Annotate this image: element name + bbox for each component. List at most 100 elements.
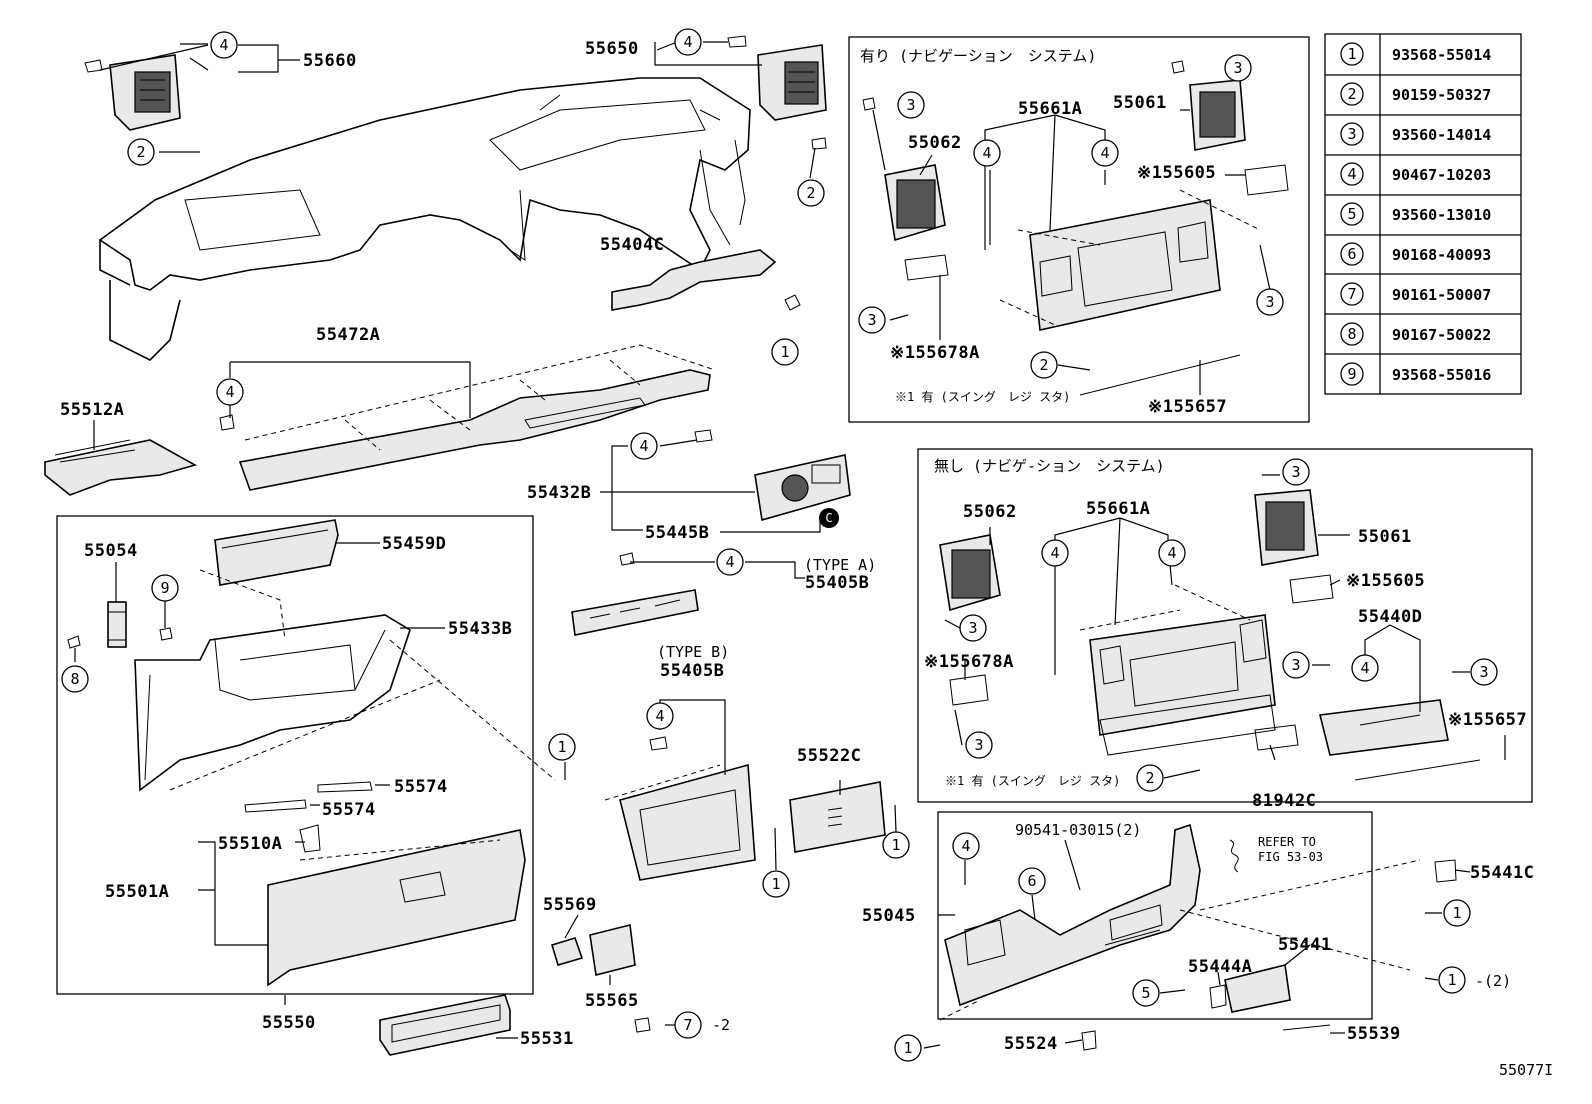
label-55501A: 55501A — [105, 882, 169, 902]
callout-ref-number: 4 — [961, 837, 970, 855]
label-55405B-a: 55405B — [805, 573, 869, 593]
legend-part-number: 93568-55016 — [1392, 366, 1491, 384]
callout-circle — [1470, 658, 1498, 686]
callout-circle — [797, 179, 825, 207]
callout-ref-number: 2 — [1145, 769, 1154, 787]
callout-circle — [216, 378, 244, 406]
callout-circle — [858, 306, 886, 334]
callout-ref-number: 4 — [655, 707, 664, 725]
label-55045: 55045 — [862, 906, 916, 926]
callout-ref-number: 3 — [867, 311, 876, 329]
cover-55565 — [589, 924, 636, 976]
label-nav-55657: ※155657 — [1148, 397, 1227, 417]
label-55441C: 55441C — [1470, 863, 1534, 883]
frame-55531 — [379, 994, 511, 1056]
callout-circle — [151, 574, 179, 602]
callout-ref-number: 4 — [1167, 544, 1176, 562]
with-nav-parts — [862, 60, 1289, 396]
legend-ref-number: 1 — [1347, 45, 1356, 63]
callout-ref-number: 3 — [1265, 293, 1274, 311]
callout-ref-number: 2 — [806, 184, 815, 202]
with-nav-note: ※1 有 (スイング レジ スタ) — [895, 390, 1070, 404]
callout-circle — [1091, 139, 1119, 167]
legend-ref-number: 2 — [1347, 85, 1356, 103]
callout-circle — [646, 702, 674, 730]
callout-circle — [762, 870, 790, 898]
legend-ref-number: 6 — [1347, 245, 1356, 263]
label-nav-55678A: ※155678A — [890, 343, 980, 363]
panel-55405B-typeB — [604, 736, 756, 881]
legend-part-number: 90467-10203 — [1392, 166, 1491, 184]
label-nonav-55440D: 55440D — [1358, 607, 1422, 627]
label-55405B-b: 55405B — [660, 661, 724, 681]
legend-ref-circle — [1340, 42, 1364, 66]
without-nav-box — [917, 448, 1533, 803]
label-55531: 55531 — [520, 1029, 574, 1049]
callout-circle — [1282, 458, 1310, 486]
label-55441: 55441 — [1278, 935, 1332, 955]
label-55432B: 55432B — [527, 483, 591, 503]
callout-circle — [882, 831, 910, 859]
label-55539: 55539 — [1347, 1024, 1401, 1044]
legend-ref-number: 4 — [1347, 165, 1356, 183]
callout-circle — [1443, 899, 1471, 927]
callout-ref-number: 4 — [1100, 144, 1109, 162]
leader-lines — [74, 41, 897, 1039]
legend-ref-circle — [1340, 162, 1364, 186]
callout-circle — [61, 665, 89, 693]
label-55510A: 55510A — [218, 834, 282, 854]
legend-ref-circle — [1340, 362, 1364, 386]
without-nav-note: ※1 有 (スイング レジ スタ) — [945, 774, 1120, 788]
label-nav-55661A: 55661A — [1018, 99, 1082, 119]
label-55522C: 55522C — [797, 746, 861, 766]
legend-ref-number: 8 — [1347, 325, 1356, 343]
instrument-panel-drawing — [98, 77, 751, 361]
callout-circle — [548, 733, 576, 761]
callout-circle — [674, 28, 702, 56]
callout-ref-number: 4 — [1360, 659, 1369, 677]
c-marker-text: C — [825, 511, 832, 525]
callout-circle — [1041, 539, 1069, 567]
callout-ref-number: 4 — [225, 383, 234, 401]
callout-circle — [1282, 651, 1310, 679]
strip-55404C — [611, 249, 777, 311]
label-55404C: 55404C — [600, 235, 664, 255]
callout-ref-number: 9 — [160, 579, 169, 597]
callout-ref-number: 1 — [771, 875, 780, 893]
callout-circle — [210, 31, 238, 59]
label-55524: 55524 — [1004, 1034, 1058, 1054]
callout-circle — [1030, 351, 1058, 379]
leader-lines-nonav — [944, 474, 1506, 779]
label-55660: 55660 — [303, 51, 357, 71]
glovebox-box — [56, 515, 534, 995]
callout-circle — [1018, 867, 1046, 895]
callout-circle — [771, 338, 799, 366]
callout-circle — [959, 614, 987, 642]
callout-circle — [1224, 54, 1252, 82]
label-55574-1: 55574 — [394, 777, 448, 797]
label-55512A: 55512A — [60, 400, 124, 420]
pin-55574-lower — [244, 799, 307, 813]
callout-ref-number: 4 — [219, 36, 228, 54]
legend-part-number: 90159-50327 — [1392, 86, 1491, 104]
callout-ref-number: 1 — [1447, 971, 1456, 989]
bracket-55512A — [44, 439, 198, 496]
legend-ref-circle — [1340, 122, 1364, 146]
callout-ref-number: 1 — [903, 1039, 912, 1057]
callout-ref-number: 4 — [683, 33, 692, 51]
with-nav-title: 有り (ナビゲーション システム) — [860, 47, 1096, 65]
legend-part-number: 93560-13010 — [1392, 206, 1491, 224]
legend-ref-number: 9 — [1347, 365, 1356, 383]
label-nonav-55061: 55061 — [1358, 527, 1412, 547]
control-unit-55432B — [694, 429, 851, 522]
label-nonav-55062: 55062 — [963, 502, 1017, 522]
panel-55405B-typeA — [571, 589, 699, 636]
side-vent-right — [727, 35, 827, 150]
label-55569: 55569 — [543, 895, 597, 915]
legend-ref-number: 5 — [1347, 205, 1356, 223]
leader-lines-nav — [872, 109, 1271, 395]
legend-ref-number: 3 — [1347, 125, 1356, 143]
legend-ref-circle — [1340, 82, 1364, 106]
with-nav-box — [848, 36, 1310, 423]
